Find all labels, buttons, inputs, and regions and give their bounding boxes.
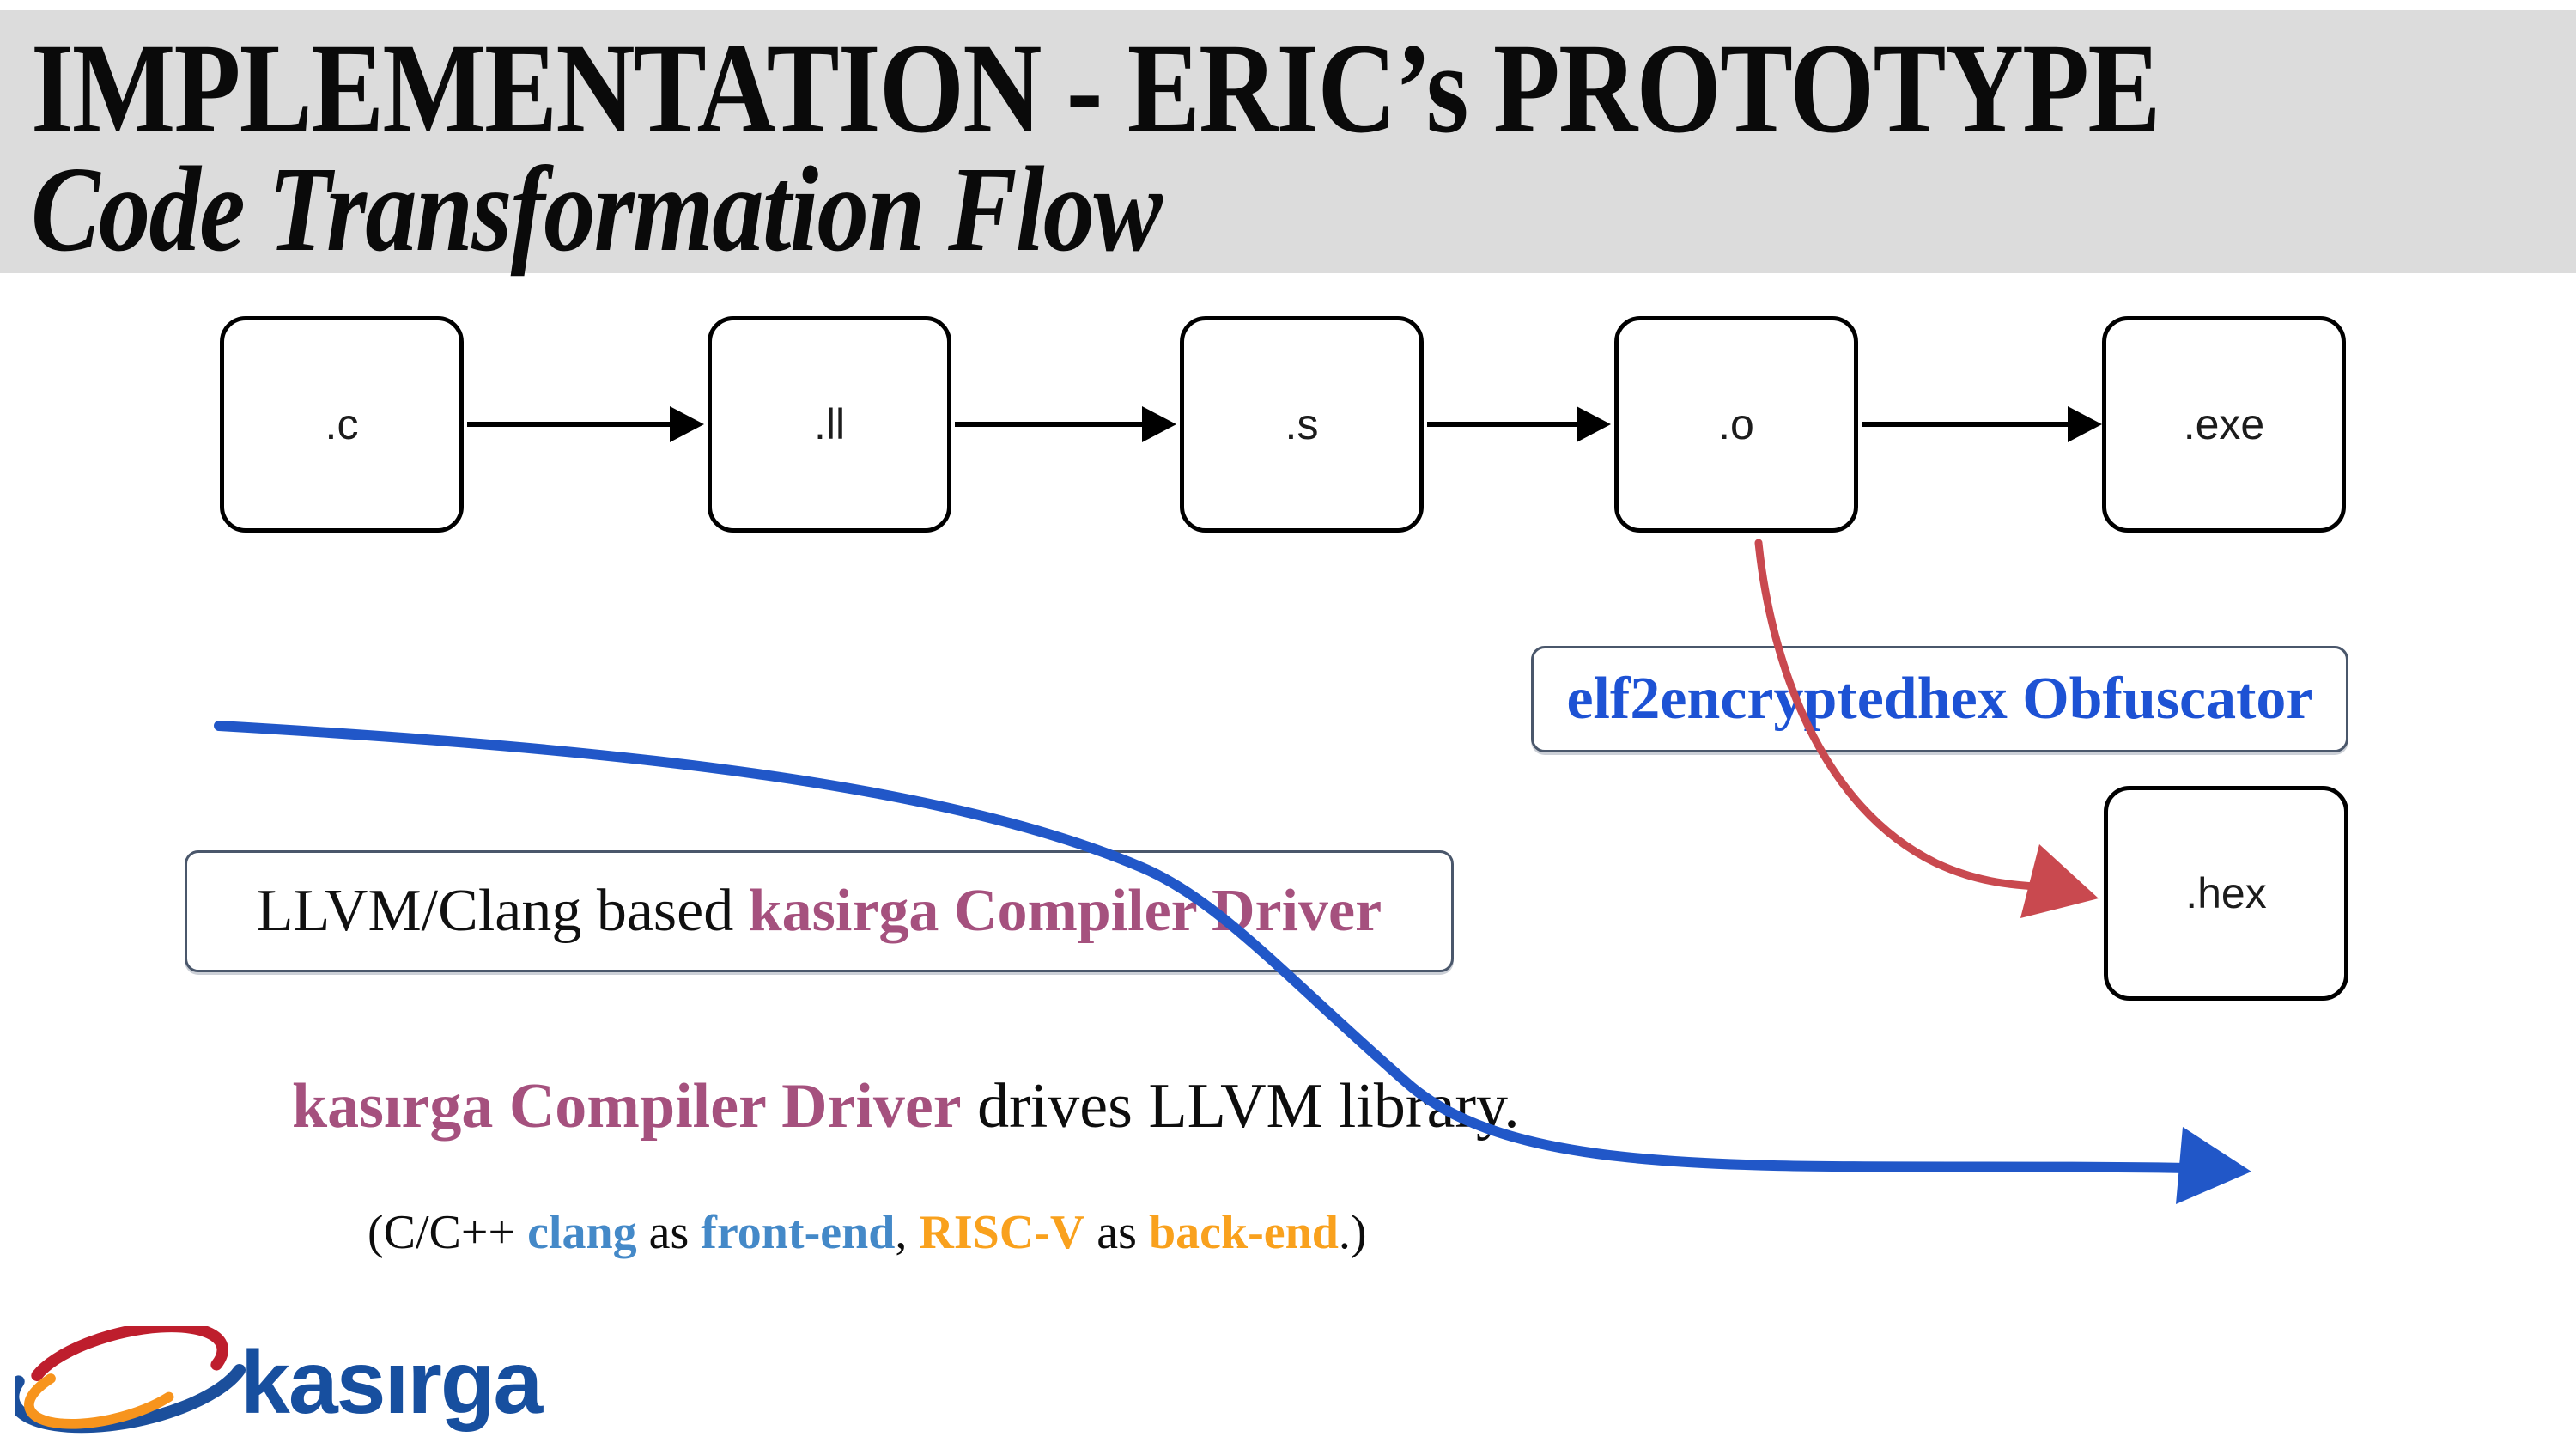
flow-arrow-line-4 — [1862, 422, 2069, 427]
obfuscator-label: elf2encryptedhex Obfuscator — [1566, 666, 2313, 732]
header-band — [0, 10, 2576, 273]
caption-line: kasırga Compiler Driver drives LLVM libr… — [292, 1070, 1520, 1143]
slide-title: IMPLEMENTATION - ERIC’s PROTOTYPE — [31, 17, 2160, 160]
subcaption-line: (C/C++ clang as front-end, RISC-V as bac… — [368, 1204, 1367, 1262]
slide-subtitle: Code Transformation Flow — [31, 141, 1163, 277]
subcaption-part-0: (C/C++ — [368, 1206, 528, 1259]
subcaption-part-backend: back-end — [1148, 1206, 1339, 1259]
subcaption-part-6: as — [1084, 1206, 1149, 1259]
blue-arrowhead-icon — [2176, 1127, 2251, 1204]
compiler-driver-box: LLVM/Clang based kasirga Compiler Driver — [185, 850, 1454, 972]
kasirga-swirl-icon — [15, 1326, 246, 1434]
flow-stage-box-c: .c — [220, 316, 464, 533]
flow-arrow-head-3 — [1577, 406, 1611, 442]
logo-orange-arc — [24, 1373, 174, 1429]
flow-arrow-line-2 — [955, 422, 1144, 427]
hex-output-box: .hex — [2104, 786, 2348, 1001]
subcaption-part-riscv: RISC-V — [919, 1206, 1085, 1259]
flow-stage-label-exe: .exe — [2183, 400, 2265, 448]
flow-arrow-head-2 — [1142, 406, 1176, 442]
flow-stage-label-o: .o — [1718, 400, 1754, 448]
hex-output-label: .hex — [2185, 869, 2267, 917]
flow-stage-box-o: .o — [1614, 316, 1858, 533]
compiler-driver-prefix: LLVM/Clang based — [256, 878, 749, 944]
kasirga-logo: kasırga — [15, 1326, 617, 1449]
flow-stage-label-ll: .ll — [813, 400, 846, 448]
flow-arrow-line-3 — [1427, 422, 1580, 427]
red-arrowhead-icon — [2020, 844, 2099, 918]
flow-arrow-line-1 — [467, 422, 673, 427]
subcaption-part-clang: clang — [527, 1206, 637, 1259]
flow-stage-label-s: .s — [1285, 400, 1319, 448]
kasirga-logo-text: kasırga — [240, 1333, 543, 1433]
flow-stage-box-ll: .ll — [708, 316, 951, 533]
compiler-driver-highlight: kasirga Compiler Driver — [748, 878, 1382, 944]
logo-red-arc — [31, 1326, 228, 1382]
subcaption-part-2: as — [636, 1206, 702, 1259]
caption-rest: drives LLVM library. — [961, 1071, 1520, 1142]
compiler-driver-text: LLVM/Clang based kasirga Compiler Driver — [257, 877, 1382, 946]
caption-highlight: kasırga Compiler Driver — [292, 1071, 962, 1142]
subcaption-part-8: .) — [1338, 1206, 1367, 1259]
flow-stage-label-c: .c — [325, 400, 359, 448]
subcaption-part-frontend: front-end — [701, 1206, 896, 1259]
flow-arrow-head-1 — [670, 406, 704, 442]
flow-arrow-head-4 — [2068, 406, 2102, 442]
obfuscator-label-box: elf2encryptedhex Obfuscator — [1531, 646, 2348, 752]
subcaption-part-4: , — [895, 1206, 920, 1259]
flow-stage-box-exe: .exe — [2102, 316, 2346, 533]
flow-stage-box-s: .s — [1180, 316, 1424, 533]
